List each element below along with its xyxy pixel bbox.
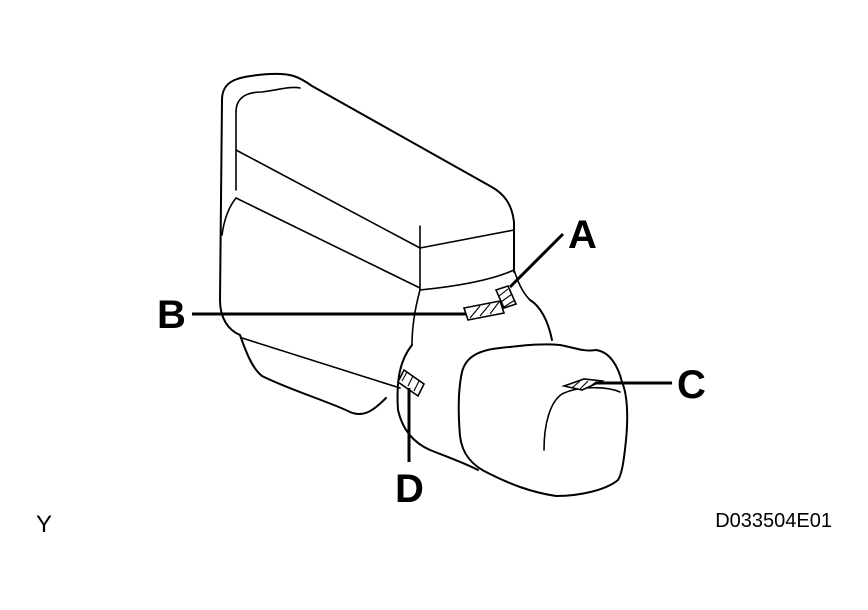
clip-c (561, 378, 605, 391)
clip-a (494, 285, 518, 309)
front-intake (457, 343, 629, 497)
elbow-duct (396, 299, 553, 471)
upper-housing (219, 72, 531, 346)
leader-lines (192, 232, 672, 462)
callout-d: D (395, 467, 424, 511)
callout-c: C (677, 363, 706, 407)
figure-code: D033504E01 (715, 510, 832, 532)
callout-b: B (157, 293, 186, 337)
leader-a (508, 232, 565, 289)
corner-mark: Y (36, 511, 52, 538)
clip-b (462, 300, 506, 321)
lower-housing (239, 334, 401, 416)
clip-d (396, 368, 426, 398)
callout-a: A (568, 213, 597, 257)
